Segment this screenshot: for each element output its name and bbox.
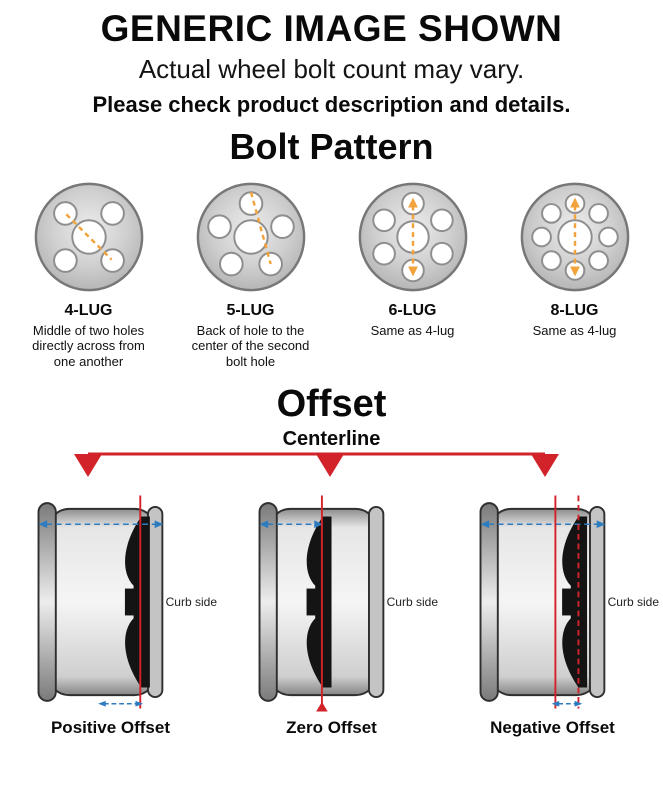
lug-5-label: 5-LUG bbox=[226, 302, 275, 319]
lug-item-8: 8-LUG Same as 4-lug bbox=[499, 178, 651, 369]
centerline-block: Centerline bbox=[0, 428, 663, 488]
curb-side-label: Curb side bbox=[163, 595, 219, 610]
lug-5-description: Back of hole to the center of the second… bbox=[191, 323, 310, 369]
zero-offset-wheel-icon bbox=[258, 495, 384, 712]
lug-6-label: 6-LUG bbox=[388, 302, 437, 319]
offset-heading: Offset bbox=[276, 382, 387, 425]
centerline-label: Centerline bbox=[282, 427, 381, 450]
lug-item-6: 6-LUG Same as 4-lug bbox=[337, 178, 489, 369]
page-title: GENERIC IMAGE SHOWN bbox=[100, 8, 563, 49]
lug-4-diagram-icon bbox=[34, 182, 143, 292]
lug-item-4: 4-LUG Middle of two holes directly acros… bbox=[13, 178, 165, 369]
negative-offset-label: Negative Offset bbox=[490, 717, 615, 737]
curb-side-label: Curb side bbox=[384, 595, 440, 610]
lug-item-5: 5-LUG Back of hole to the center of the … bbox=[175, 178, 327, 369]
bolt-pattern-heading: Bolt Pattern bbox=[229, 126, 434, 167]
lug-4-description: Middle of two holes directly across from… bbox=[32, 323, 145, 369]
negative-offset-item: Curb side bbox=[442, 488, 663, 716]
positive-offset-wheel-icon bbox=[37, 495, 163, 709]
zero-offset-item: Curb side bbox=[221, 488, 442, 716]
offset-diagram-row: Curb side Curb side bbox=[0, 488, 663, 716]
positive-offset-item: Curb side bbox=[0, 488, 221, 716]
positive-offset-label: Positive Offset bbox=[50, 717, 171, 737]
subtitle: Actual wheel bolt count may vary. bbox=[138, 54, 525, 84]
lug-6-diagram-icon bbox=[358, 182, 467, 292]
lug-8-label: 8-LUG bbox=[550, 302, 599, 319]
lug-8-description: Same as 4-lug bbox=[532, 323, 617, 338]
lug-8-diagram-icon bbox=[520, 182, 629, 292]
lug-5-diagram-icon bbox=[196, 182, 305, 292]
offset-labels-row: Positive Offset Zero Offset Negative Off… bbox=[0, 718, 663, 738]
note-text: Please check product description and det… bbox=[92, 92, 571, 117]
zero-offset-label: Zero Offset bbox=[286, 717, 377, 737]
lug-6-description: Same as 4-lug bbox=[370, 323, 455, 338]
bolt-pattern-row: 4-LUG Middle of two holes directly acros… bbox=[8, 178, 655, 369]
curb-side-label: Curb side bbox=[605, 595, 661, 610]
negative-offset-wheel-icon bbox=[479, 495, 605, 709]
centerline-indicator-icon bbox=[74, 452, 559, 477]
lug-4-label: 4-LUG bbox=[64, 302, 113, 319]
